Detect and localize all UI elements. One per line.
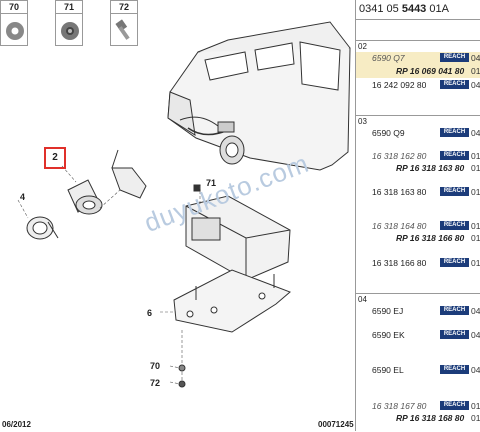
legend-72-num: 72 bbox=[111, 1, 137, 14]
part-qty: 04 bbox=[471, 80, 480, 90]
part-code-rp: RP 16 318 168 80 bbox=[396, 413, 465, 423]
reach-badge: REACH bbox=[440, 306, 469, 315]
part-row[interactable]: 16 318 166 80 REACH 01 bbox=[356, 257, 480, 270]
legend-72[interactable]: 72 bbox=[110, 0, 138, 46]
part-qty: 01 bbox=[471, 258, 480, 268]
part-qty: 04 bbox=[471, 53, 480, 63]
part-code: 16 318 164 80 bbox=[372, 221, 427, 231]
reach-badge: REACH bbox=[440, 151, 469, 160]
part-qty: 01 bbox=[471, 221, 480, 231]
part-group-04: 04 6590 EJ REACH 04 6590 EK REACH 04 659… bbox=[356, 293, 480, 432]
part-qty: 04 bbox=[471, 128, 480, 138]
callout-72[interactable]: 72 bbox=[150, 378, 161, 388]
part-qty: 01 bbox=[471, 187, 480, 197]
part-code: 16 318 166 80 bbox=[372, 258, 427, 268]
reach-badge: REACH bbox=[440, 221, 469, 230]
part-row[interactable]: 6590 Q9 REACH 04 bbox=[356, 127, 480, 140]
part-qty: 01 bbox=[471, 413, 480, 423]
part-code-rp: RP 16 318 163 80 bbox=[396, 163, 465, 173]
part-row[interactable]: 16 318 162 80 REACH 01 bbox=[356, 150, 480, 163]
part-qty: 01 bbox=[471, 151, 480, 161]
parts-list-panel: 0341 05 5443 01A 02 6590 Q7 REACH 04 RP … bbox=[355, 0, 480, 431]
part-code: 6590 EJ bbox=[372, 306, 404, 316]
part-row[interactable]: RP 16 318 163 80 01 bbox=[356, 162, 480, 175]
part-qty: 01 bbox=[471, 401, 480, 411]
reach-badge: REACH bbox=[440, 53, 469, 62]
washer-70 bbox=[178, 364, 186, 372]
group-id: 03 bbox=[358, 117, 367, 126]
footer-date: 06/2012 bbox=[2, 420, 31, 429]
part-row[interactable]: 16 242 092 80 REACH 04 bbox=[356, 79, 480, 92]
legend-70-num: 70 bbox=[1, 1, 27, 14]
part-row[interactable]: 6590 Q7 REACH 04 bbox=[356, 52, 480, 65]
reach-badge: REACH bbox=[440, 187, 469, 196]
part-code: 6590 EK bbox=[372, 330, 405, 340]
part-code: 6590 EL bbox=[372, 365, 404, 375]
callout-70[interactable]: 70 bbox=[150, 361, 161, 371]
van-illustration bbox=[167, 21, 351, 171]
part-row[interactable]: RP 16 069 041 80 01 bbox=[356, 65, 480, 78]
bolt-icon bbox=[115, 19, 130, 40]
part-code: 6590 Q9 bbox=[372, 128, 405, 138]
reach-badge: REACH bbox=[440, 401, 469, 410]
mounting-plate-6 bbox=[173, 269, 291, 333]
reach-badge: REACH bbox=[440, 80, 469, 89]
callout-2-highlighted[interactable]: 2 bbox=[44, 147, 66, 169]
sensor-bezel-4 bbox=[26, 216, 59, 240]
part-code-rp: RP 16 318 166 80 bbox=[396, 233, 465, 243]
ecu-module bbox=[185, 195, 291, 281]
washer-icon bbox=[6, 22, 24, 40]
catalog-reference: 0341 05 5443 01A bbox=[356, 0, 480, 20]
nut-icon bbox=[61, 22, 79, 40]
catalog-ref-suffix: 01A bbox=[426, 3, 449, 15]
part-row[interactable]: 16 318 164 80 REACH 01 bbox=[356, 220, 480, 233]
part-code: 16 318 167 80 bbox=[372, 401, 427, 411]
reach-badge: REACH bbox=[440, 258, 469, 267]
part-row[interactable]: 16 318 167 80 REACH 01 bbox=[356, 400, 480, 413]
part-code-rp: RP 16 069 041 80 bbox=[396, 66, 465, 76]
part-code: 16 318 163 80 bbox=[372, 187, 427, 197]
callout-71[interactable]: 71 bbox=[206, 178, 217, 188]
part-code: 16 242 092 80 bbox=[372, 80, 427, 90]
part-group-03: 03 6590 Q9 REACH 04 16 318 162 80 REACH … bbox=[356, 115, 480, 276]
group-id: 02 bbox=[358, 42, 367, 51]
part-qty: 01 bbox=[471, 163, 480, 173]
part-qty: 04 bbox=[471, 365, 480, 375]
part-row[interactable]: RP 16 318 166 80 01 bbox=[356, 232, 480, 245]
footer-ref: 00071245 bbox=[318, 420, 354, 429]
reach-badge: REACH bbox=[440, 365, 469, 374]
reach-badge: REACH bbox=[440, 128, 469, 137]
part-qty: 04 bbox=[471, 306, 480, 316]
part-qty: 01 bbox=[471, 66, 480, 76]
legend-71-num: 71 bbox=[56, 1, 82, 14]
part-code: 6590 Q7 bbox=[372, 53, 405, 63]
exploded-view-drawing bbox=[17, 21, 351, 388]
legend-70[interactable]: 70 bbox=[0, 0, 28, 46]
parking-sensor-2 bbox=[67, 179, 103, 215]
legend-71[interactable]: 71 bbox=[55, 0, 83, 46]
part-row[interactable]: 16 318 163 80 REACH 01 bbox=[356, 186, 480, 199]
callout-4[interactable]: 4 bbox=[20, 192, 26, 202]
part-qty: 04 bbox=[471, 330, 480, 340]
bolt-72 bbox=[178, 380, 186, 388]
sensor-bracket bbox=[111, 149, 147, 199]
group-id: 04 bbox=[358, 295, 367, 304]
part-qty: 01 bbox=[471, 233, 480, 243]
part-row[interactable]: 6590 EK REACH 04 bbox=[356, 329, 480, 342]
part-row[interactable]: 6590 EJ REACH 04 bbox=[356, 305, 480, 318]
part-group-02: 02 6590 Q7 REACH 04 RP 16 069 041 80 01 … bbox=[356, 40, 480, 97]
catalog-ref-prefix: 0341 05 bbox=[359, 3, 402, 15]
part-row[interactable]: RP 16 318 168 80 01 bbox=[356, 412, 480, 425]
callout-6[interactable]: 6 bbox=[147, 308, 153, 318]
part-code: 16 318 162 80 bbox=[372, 151, 427, 161]
catalog-ref-bold: 5443 bbox=[401, 3, 427, 15]
part-row[interactable]: 6590 EL REACH 04 bbox=[356, 364, 480, 377]
reach-badge: REACH bbox=[440, 330, 469, 339]
parts-diagram: 70 71 72 bbox=[0, 0, 354, 429]
